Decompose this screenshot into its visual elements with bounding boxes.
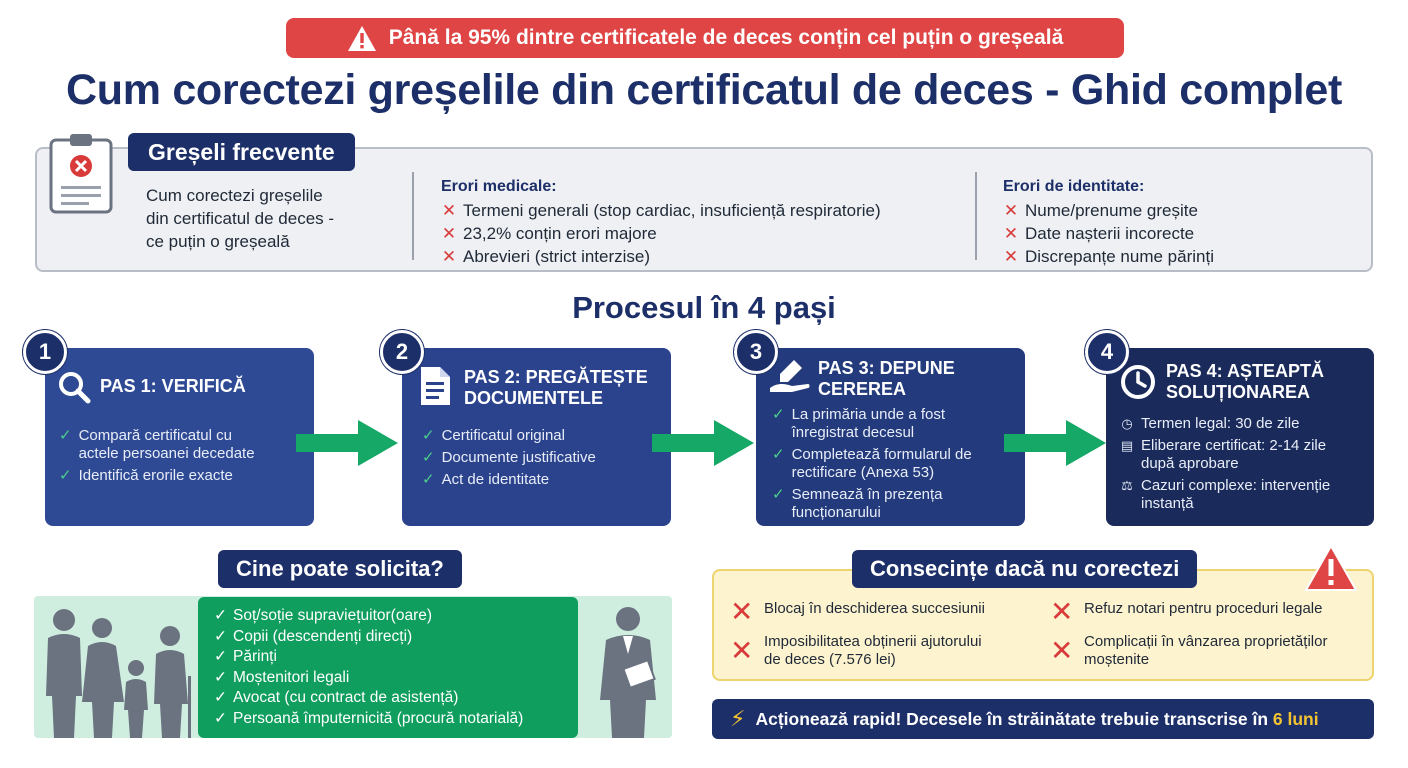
clock-icon xyxy=(1121,365,1155,399)
intro-line: din certificatul de deces - xyxy=(146,209,335,228)
step-1-number: 1 xyxy=(23,330,67,374)
who-tag: Cine poate solicita? xyxy=(218,550,462,588)
clipboard-error-icon xyxy=(49,134,113,214)
identity-errors: Erori de identitate: ✕ Nume/prenume greși… xyxy=(1003,175,1214,268)
step-title: PAS 4: AȘTEAPTĂ xyxy=(1166,361,1325,381)
identity-error-item: Discrepanțe nume părinți xyxy=(1025,247,1214,266)
who-item: ✓Părinți xyxy=(214,648,277,666)
who-list: ✓Soț/soție supraviețuitor(oare) ✓Copii (… xyxy=(214,606,523,730)
step-2-number: 2 xyxy=(380,330,424,374)
x-icon: ✕ xyxy=(441,247,457,266)
who-item: ✓Soț/soție supraviețuitor(oare) xyxy=(214,607,433,624)
step-2-card: PAS 2: PREGĂTEȘTE DOCUMENTELE ✓Certifica… xyxy=(402,348,671,526)
step-item: ✓Identifică erorile exacte xyxy=(59,467,233,484)
x-icon: ✕ xyxy=(1003,201,1019,220)
medical-error-item: Abrevieri (strict interzise) xyxy=(463,247,651,266)
errors-tag: Greșeli frecvente xyxy=(128,133,355,171)
family-icon xyxy=(46,609,191,738)
step-item: ◷Termen legal: 30 de zile xyxy=(1121,415,1300,432)
step-3-card: PAS 3: DEPUNE CEREREA ✓La primăria unde … xyxy=(756,348,1025,526)
x-icon: ✕ xyxy=(1003,247,1019,266)
consequences-tag: Consecințe dacă nu corectezi xyxy=(852,550,1198,588)
medical-error-item: 23,2% conțin erori majore xyxy=(463,224,657,243)
arrow-right-icon xyxy=(296,420,398,466)
intro-line: Cum corectezi greșelile xyxy=(146,186,323,205)
x-icon: ✕ xyxy=(1050,596,1074,627)
who-item: ✓Moștenitori legali xyxy=(214,668,350,686)
step-title: CEREREA xyxy=(818,379,907,399)
medical-error-item: Termeni generali (stop cardiac, insufici… xyxy=(463,201,881,220)
x-icon: ✕ xyxy=(730,635,754,666)
step-title: PAS 3: DEPUNE xyxy=(818,358,955,378)
x-icon: ✕ xyxy=(441,224,457,243)
step-item: ✓Act de identitate xyxy=(422,471,550,488)
rapid-text: Acționează rapid! Decesele în străinătat… xyxy=(755,708,1269,729)
who-item: ✓Copii (descendenți direcți) xyxy=(214,627,413,645)
step-title: PAS 1: VERIFICĂ xyxy=(100,376,246,396)
scales-icon: ⚖ xyxy=(1121,478,1133,493)
alert-text: Până la 95% dintre certificatele de dece… xyxy=(388,26,1064,49)
who-item: ✓Avocat (cu contract de asistență) xyxy=(214,689,459,707)
medical-errors-title: Erori medicale: xyxy=(441,178,557,195)
step-title: DOCUMENTELE xyxy=(464,388,603,408)
arrow-right-icon xyxy=(652,420,754,466)
consequence-item: ✕Refuz notari pentru proceduri legale xyxy=(1050,596,1323,627)
identity-error-item: Date nașterii incorecte xyxy=(1025,224,1195,243)
errors-intro: Cum corectezi greșelile din certificatul… xyxy=(146,184,386,253)
who-item: ✓Persoană împuternicită (procură notaria… xyxy=(214,709,524,727)
alert-banner: Până la 95% dintre certificatele de dece… xyxy=(286,18,1124,58)
clock-icon: ◷ xyxy=(1121,416,1133,431)
identity-error-item: Nume/prenume greșite xyxy=(1025,201,1198,220)
step-title: SOLUȚIONAREA xyxy=(1166,382,1310,402)
step-1-card: PAS 1: VERIFICĂ ✓Compară certificatul cu… xyxy=(45,348,314,526)
x-icon: ✕ xyxy=(441,201,457,220)
divider xyxy=(975,172,977,260)
arrow-right-icon xyxy=(1004,420,1106,466)
rapid-action-bar: ⚡ Acționează rapid! Decesele în străinăt… xyxy=(712,699,1374,739)
hand-pen-icon xyxy=(770,360,810,392)
x-icon: ✕ xyxy=(1003,224,1019,243)
warning-icon xyxy=(347,25,376,51)
divider xyxy=(412,172,414,260)
medical-errors: Erori medicale: ✕ Termeni generali (stop … xyxy=(441,175,881,268)
step-item: ✓Certificatul original xyxy=(422,427,565,444)
intro-line: ce puțin o greșeală xyxy=(146,232,290,251)
lightning-icon: ⚡ xyxy=(730,706,746,731)
document-icon xyxy=(421,367,450,405)
page-title: Cum corectezi greșelile din certificatul… xyxy=(66,66,1342,114)
x-icon: ✕ xyxy=(1050,635,1074,666)
step-item: ✓Documente justificative xyxy=(422,449,596,466)
process-title: Procesul în 4 pași xyxy=(572,290,836,325)
identity-errors-title: Erori de identitate: xyxy=(1003,178,1145,195)
who-list-box xyxy=(198,597,578,738)
document-icon: ▤ xyxy=(1120,438,1134,453)
consequence-item: ✕Blocaj în deschiderea succesiunii xyxy=(730,596,985,627)
step-4-number: 4 xyxy=(1085,330,1129,374)
step-3-number: 3 xyxy=(734,330,778,374)
step-4-card: PAS 4: AȘTEAPTĂ SOLUȚIONAREA ◷Termen leg… xyxy=(1106,348,1374,526)
step-title: PAS 2: PREGĂTEȘTE xyxy=(464,367,648,387)
lawyer-icon xyxy=(600,607,656,738)
warning-icon xyxy=(1304,544,1358,591)
rapid-highlight: 6 luni xyxy=(1272,708,1319,729)
x-icon: ✕ xyxy=(730,596,754,627)
magnifier-icon xyxy=(59,372,91,404)
